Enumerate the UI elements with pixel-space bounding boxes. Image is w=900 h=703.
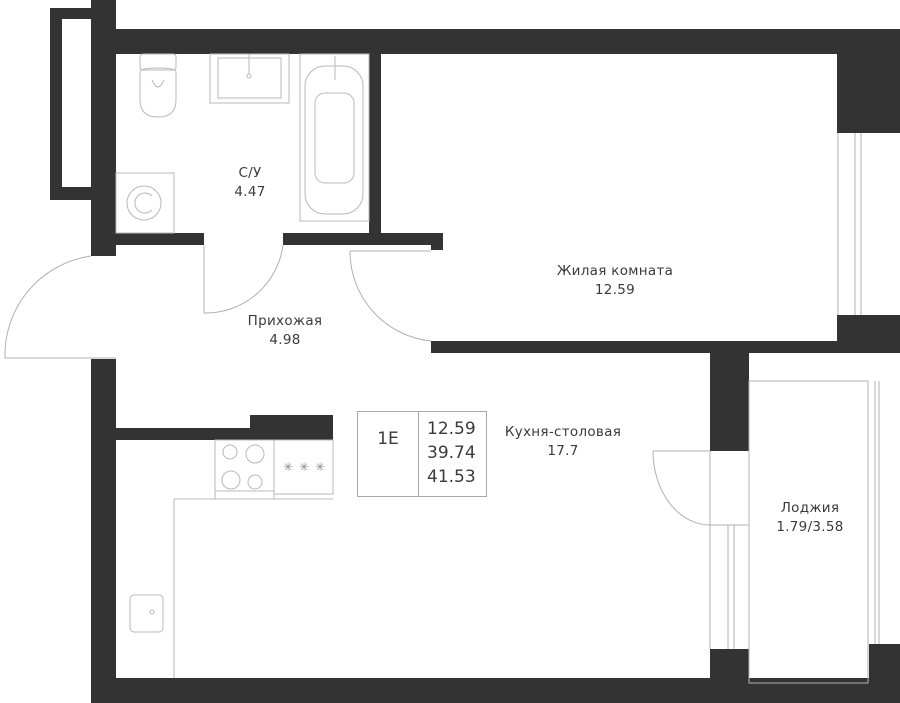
room-area: 4.47	[234, 184, 266, 200]
total-area-with-loggia: 41.53	[427, 467, 476, 487]
doors	[4, 244, 711, 526]
wall-right-bottom	[869, 644, 900, 703]
apartment-code: 1E	[358, 412, 419, 496]
wall-kitchen-step	[250, 415, 333, 429]
toilet-tank	[139, 53, 177, 71]
wall-bath-bottom-left	[116, 233, 204, 245]
room-area: 1.79/3.58	[776, 519, 844, 535]
room-name: С/У	[238, 165, 262, 181]
kitchen-sink-icon	[129, 594, 164, 633]
svg-text:✳: ✳	[299, 460, 309, 474]
svg-text:✳: ✳	[315, 460, 325, 474]
living-door	[349, 250, 432, 342]
bathroom-door	[203, 244, 284, 314]
loggia-door	[652, 450, 711, 526]
room-label-bathroom: С/У 4.47	[215, 164, 285, 202]
room-name: Лоджия	[780, 500, 840, 516]
loggia-frame	[709, 133, 880, 684]
shaft-left	[50, 8, 62, 200]
total-area: 39.74	[427, 443, 476, 463]
wall-right-upper	[837, 29, 900, 133]
wall-bath-living	[369, 54, 381, 245]
washing-machine-icon	[115, 172, 175, 234]
room-label-living: Жилая комната 12.59	[530, 262, 700, 300]
room-area: 17.7	[547, 443, 579, 459]
toilet-bowl-icon	[139, 67, 177, 118]
wall-pier	[710, 353, 749, 451]
wall-left-upper	[91, 0, 116, 256]
star-marks: ✳ ✳ ✳	[283, 460, 325, 474]
room-name: Прихожая	[247, 313, 323, 329]
shaft-top	[50, 8, 116, 19]
living-area: 12.59	[427, 419, 476, 439]
room-name: Кухня-столовая	[504, 424, 622, 440]
room-label-loggia: Лоджия 1.79/3.58	[760, 499, 860, 537]
wall-bath-bottom-right	[283, 233, 443, 245]
wall-bottom	[91, 678, 900, 703]
area-summary: 12.59 39.74 41.53	[419, 412, 486, 496]
room-area: 12.59	[594, 282, 636, 298]
shaft-bottom	[50, 187, 116, 200]
wall-stub	[431, 233, 443, 250]
wall-left-lower	[91, 359, 116, 703]
wall-kitchen	[116, 428, 333, 440]
room-label-hallway: Прихожая 4.98	[230, 312, 340, 350]
wall-top	[91, 29, 900, 54]
bathtub-icon	[299, 53, 370, 222]
svg-text:✳: ✳	[283, 460, 293, 474]
wall-pier-bottom	[710, 649, 749, 703]
walls	[50, 0, 900, 703]
room-area: 4.98	[269, 332, 301, 348]
room-label-kitchen: Кухня-столовая 17.7	[488, 423, 638, 461]
bathroom-fixtures	[115, 53, 370, 234]
entrance-door	[4, 255, 116, 359]
apartment-info-box: 1E 12.59 39.74 41.53	[357, 411, 487, 497]
kitchen-fixtures	[129, 439, 334, 678]
wall-living-bottom	[431, 341, 900, 353]
room-name: Жилая комната	[556, 263, 674, 279]
